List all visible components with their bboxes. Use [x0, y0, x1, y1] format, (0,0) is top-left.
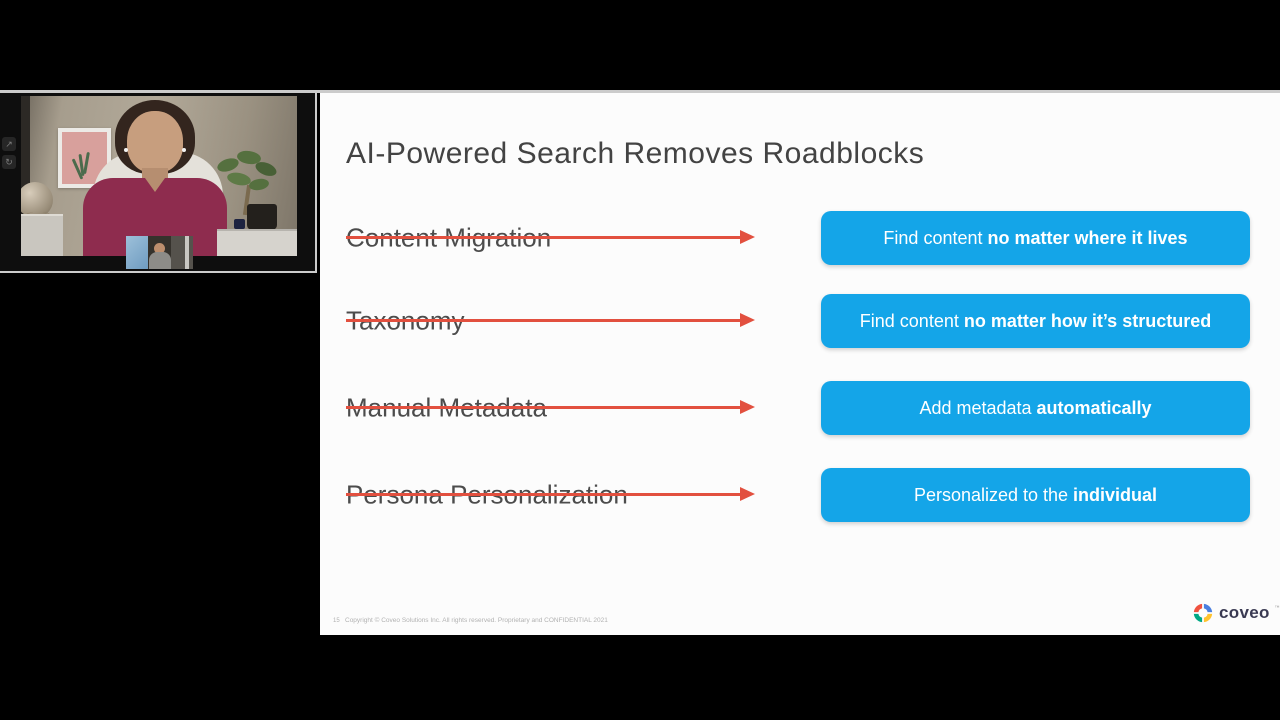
window-light: [126, 236, 148, 269]
self-view-thumbnail[interactable]: [126, 236, 193, 269]
door-edge: [185, 236, 189, 269]
trademark-symbol: ™: [1274, 605, 1280, 611]
webcam-panel: ↗ ↻: [0, 93, 317, 273]
presenter-face: [127, 111, 183, 173]
solution-text: Add metadata: [919, 398, 1032, 418]
solution-text-bold: no matter how it’s structured: [963, 311, 1212, 331]
plant-pot: [247, 204, 277, 230]
blouse-collar: [145, 178, 165, 192]
shelf-object: [234, 219, 245, 229]
video-control-expand-icon[interactable]: ↗: [2, 137, 16, 151]
arrow-head-icon: [740, 487, 755, 501]
strikethrough-arrow-line: [346, 493, 740, 496]
earring: [124, 148, 128, 152]
white-shelf: [217, 229, 297, 256]
room-background: [171, 236, 193, 269]
coveo-wordmark: coveo: [1219, 603, 1270, 622]
wall-edge: [21, 96, 30, 256]
video-control-strip: ↗ ↻: [2, 137, 16, 169]
earring: [182, 148, 186, 152]
presenter-video: [21, 96, 297, 256]
solution-text: Personalized to the: [913, 485, 1069, 505]
coveo-pinwheel-icon: [1193, 603, 1213, 623]
copyright-text: Copyright © Coveo Solutions Inc. All rig…: [345, 617, 608, 624]
strikethrough-arrow-line: [346, 406, 740, 409]
coveo-logo: coveo ™: [1192, 602, 1280, 624]
roadblock-row: Persona Personalization Personalized to …: [346, 468, 1250, 522]
arrow-head-icon: [740, 230, 755, 244]
arrow-head-icon: [740, 313, 755, 327]
solution-text: Find content: [859, 311, 959, 331]
strikethrough-arrow-line: [346, 236, 740, 239]
strikethrough-arrow-line: [346, 319, 740, 322]
dresser: [21, 214, 63, 256]
video-control-refresh-icon[interactable]: ↻: [2, 155, 16, 169]
viewer-head: [154, 243, 165, 254]
page-number: 15: [333, 618, 340, 624]
divider-line: [0, 90, 1280, 93]
houseplant: [211, 149, 281, 216]
arrow-head-icon: [740, 400, 755, 414]
slide-title: AI-Powered Search Removes Roadblocks: [346, 137, 925, 170]
solution-text: Find content: [883, 228, 983, 248]
solution-text-bold: no matter where it lives: [987, 228, 1188, 248]
solution-text-bold: automatically: [1036, 398, 1152, 418]
presentation-slide: AI-Powered Search Removes Roadblocks Con…: [320, 93, 1280, 635]
viewer-body: [149, 252, 171, 269]
solution-text-bold: individual: [1073, 485, 1158, 505]
